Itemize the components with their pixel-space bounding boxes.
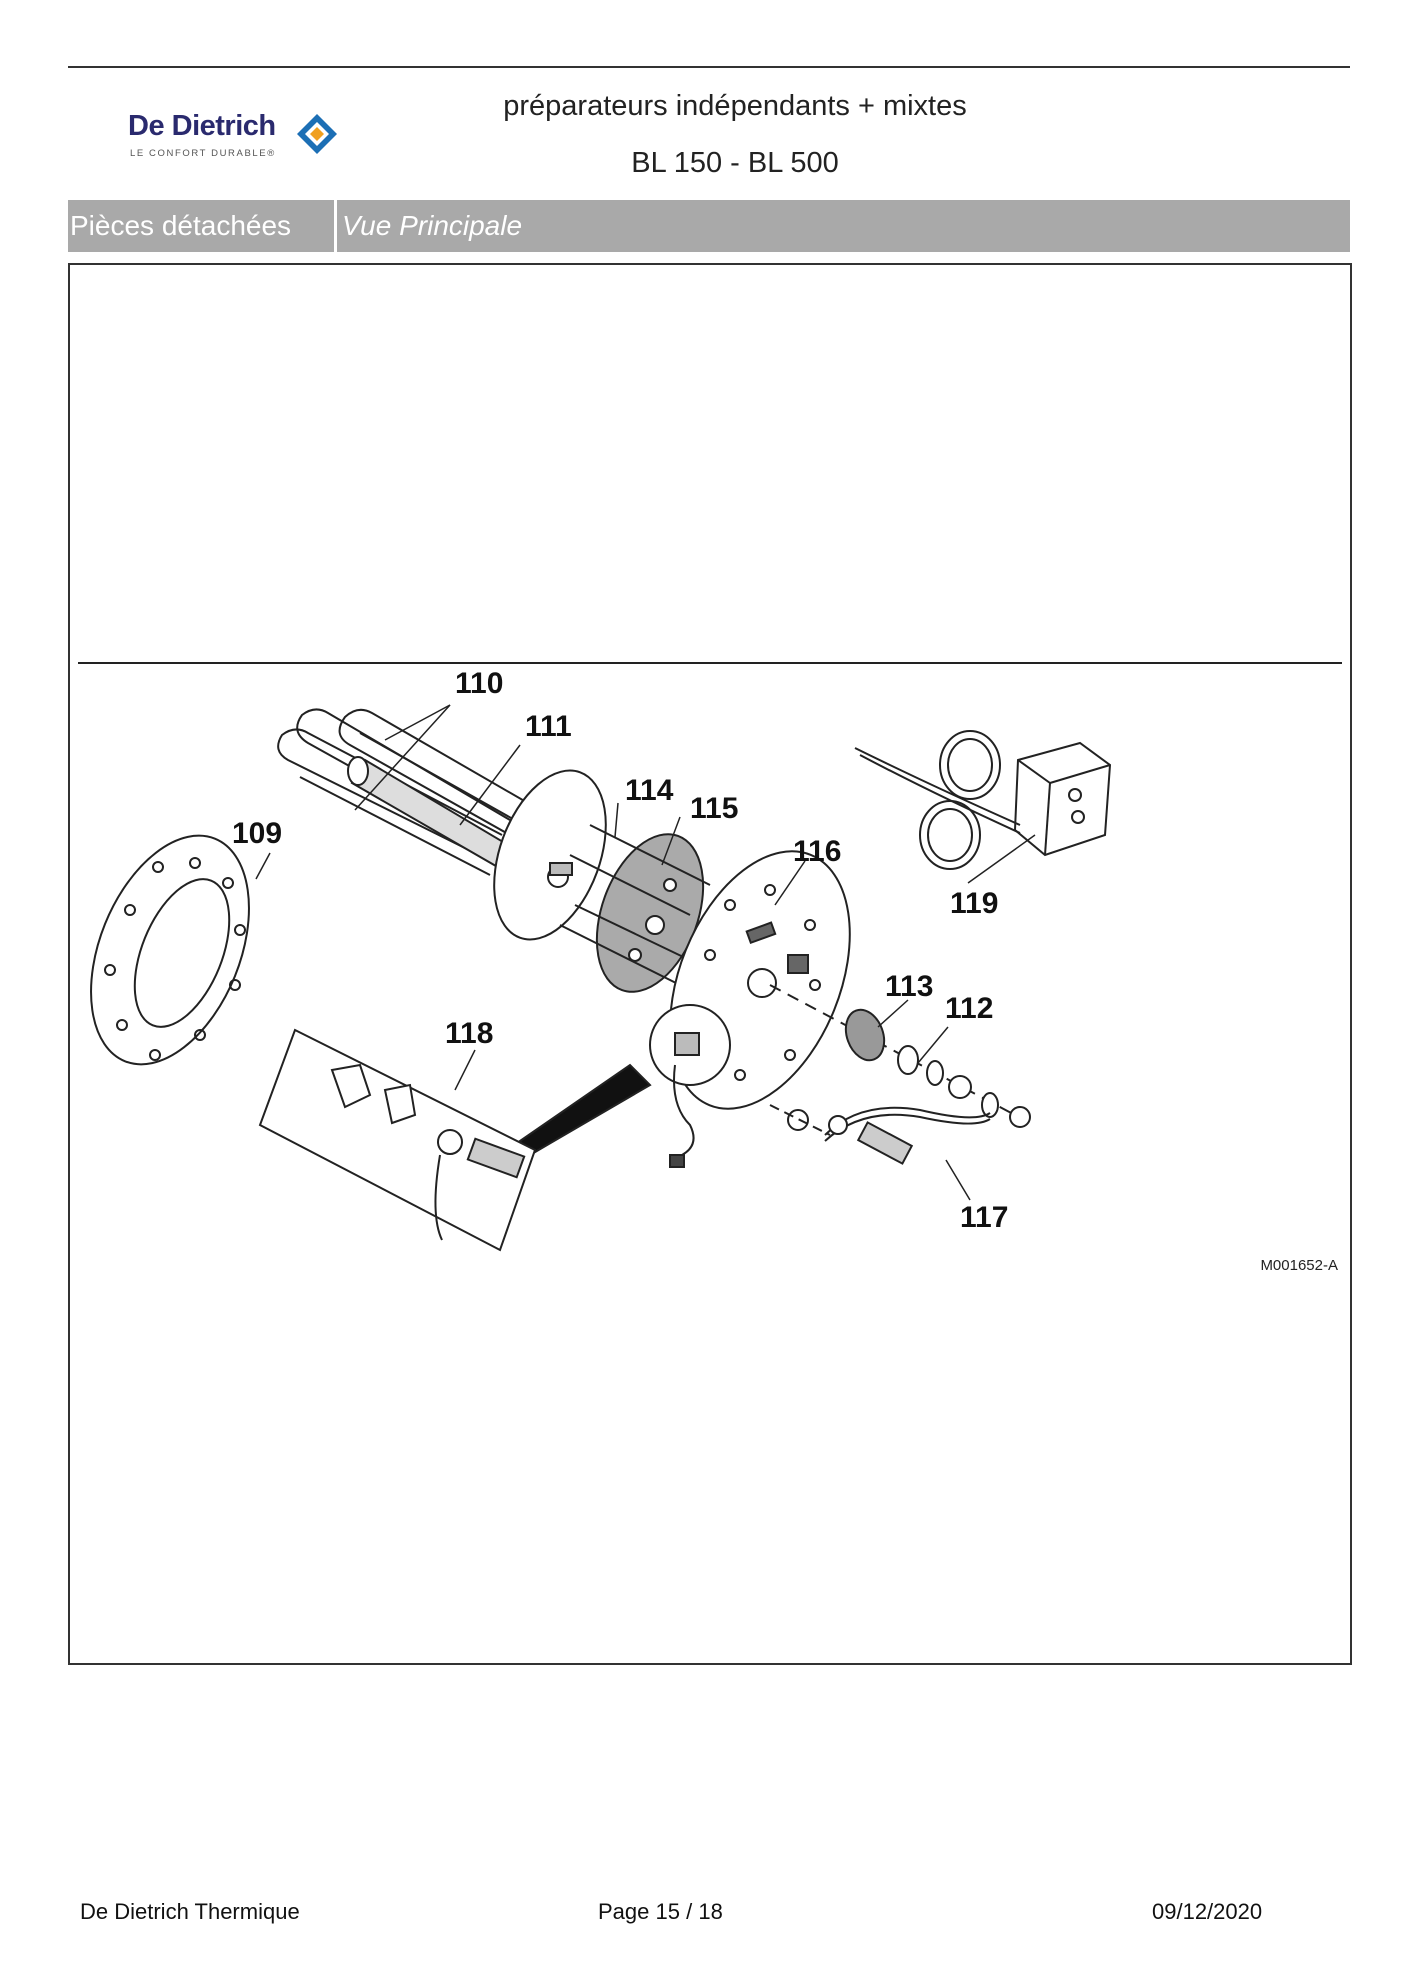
part-label-113: 113 — [885, 970, 933, 1003]
insulation-plate — [595, 833, 705, 993]
part-label-109: 109 — [232, 817, 282, 850]
diamond-logo-icon — [297, 114, 337, 154]
part-label-115: 115 — [690, 792, 738, 825]
part-label-110: 110 — [455, 667, 503, 700]
footer-page: Page 15 / 18 — [598, 1899, 723, 1925]
part-label-111: 111 — [525, 710, 572, 743]
section-label: Pièces détachées — [70, 210, 292, 241]
page-total: 18 — [698, 1899, 723, 1924]
footer-date: 09/12/2020 — [1152, 1899, 1263, 1924]
leader-lines — [255, 704, 1036, 1201]
heating-flange — [493, 769, 607, 941]
gasket-ring — [90, 834, 250, 1066]
part-label-114: 114 — [625, 774, 674, 807]
connector-detail — [518, 1004, 731, 1168]
view-label: Vue Principale — [342, 210, 523, 241]
sleeve-tube — [347, 756, 527, 879]
document-title: préparateurs indépendants + mixtes — [503, 90, 967, 122]
connecting-rods — [559, 824, 711, 986]
page-separator: / — [686, 1899, 693, 1924]
drawing-reference: M001652-A — [1260, 1257, 1338, 1274]
brand-tagline: LE CONFORT DURABLE® — [130, 148, 276, 159]
part-label-117: 117 — [960, 1201, 1008, 1234]
footer-company: De Dietrich Thermique — [80, 1899, 300, 1924]
earth-kit-inset — [258, 1028, 537, 1252]
part-label-118: 118 — [445, 1017, 493, 1050]
page-number: 15 — [655, 1899, 680, 1924]
page-word: Page — [598, 1899, 650, 1924]
exploded-view-diagram: 110 111 114 115 116 109 113 112 118 119 … — [78, 662, 1342, 1274]
section-banner: Pièces détachées Vue Principale — [68, 200, 1350, 252]
thermostat — [854, 730, 1112, 870]
brand-logo: De Dietrich LE CONFORT DURABLE® — [128, 110, 368, 166]
part-label-119: 119 — [950, 887, 998, 920]
axial-hardware — [769, 984, 1031, 1128]
part-label-112: 112 — [945, 992, 993, 1025]
diagram-frame: 110 111 114 115 116 109 113 112 118 119 … — [68, 263, 1352, 1665]
banner-divider — [334, 200, 337, 252]
earth-cable — [769, 1104, 991, 1165]
top-rule — [68, 66, 1350, 68]
model-range: BL 150 - BL 500 — [631, 147, 839, 179]
brand-name: De Dietrich — [128, 110, 276, 142]
part-label-116: 116 — [793, 835, 841, 868]
heating-element — [277, 708, 541, 876]
